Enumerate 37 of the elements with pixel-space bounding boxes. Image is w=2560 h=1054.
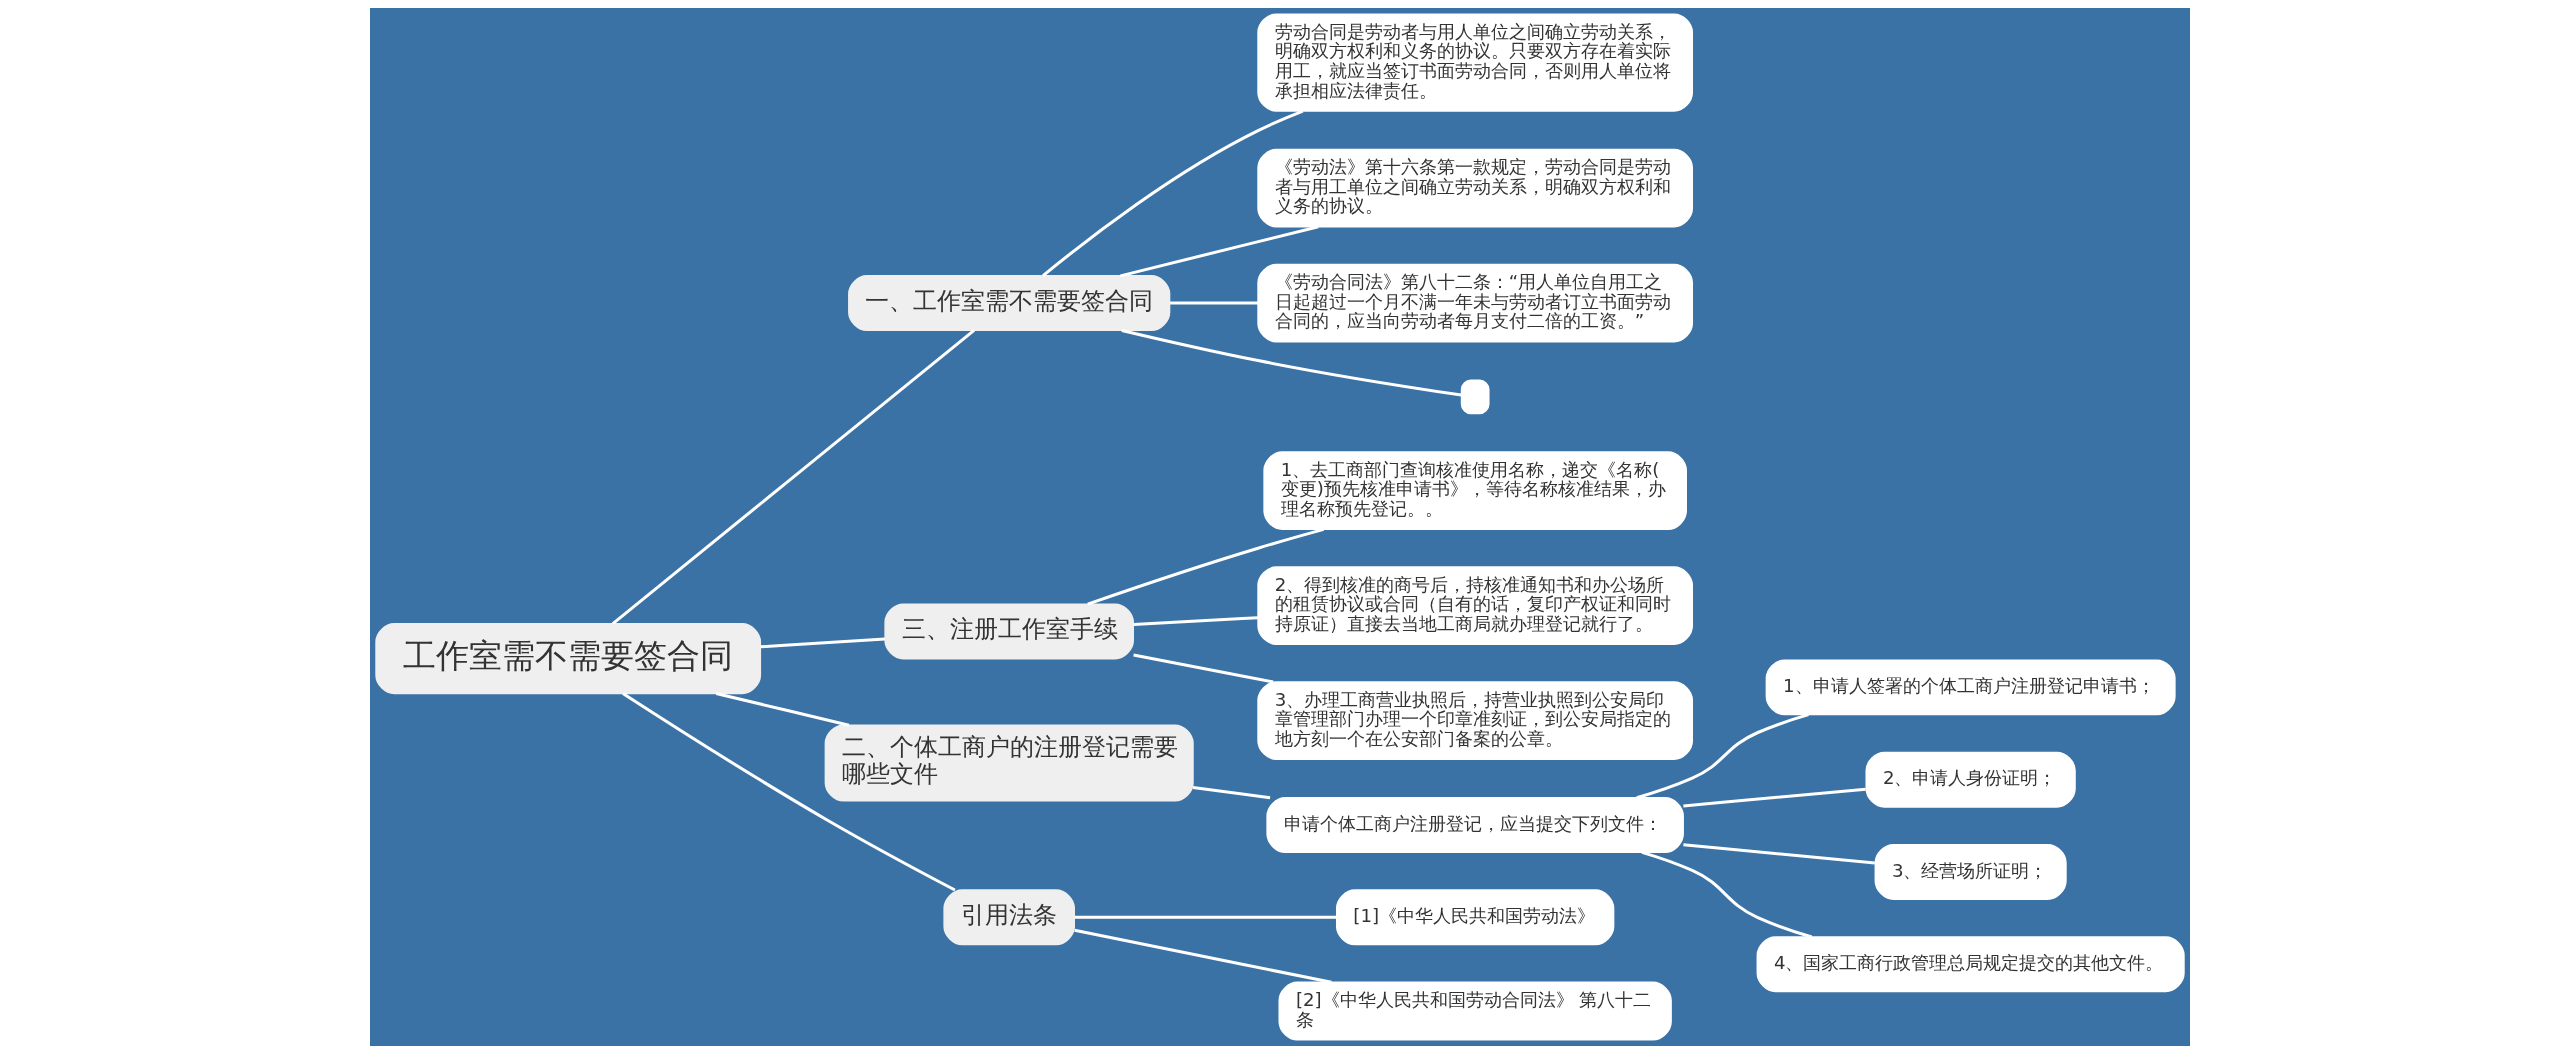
connector [1074,915,1337,919]
node-box: 三、注册工作室手续 [884,603,1134,660]
node-box: [1]《中华人民共和国劳动法》 [1335,889,1615,946]
node-box: 申请个体工商户注册登记，应当提交下列文件： [1266,797,1684,854]
node-box: 3、办理工商营业执照后，持营业执照到公安局印章管理部门办理一个印章准刻证，到公安局指定的地方刻一个在公安部门备案的公章。 [1257,681,1693,760]
connector [1683,843,1875,865]
node-box: 《劳动法》第十六条第一款规定，劳动合同是劳动者与用工单位之间确立劳动关系，明确双方权利和义务的协议。 [1257,148,1693,228]
connector [611,329,975,625]
connector [1087,527,1325,606]
node-box: 2、申请人身份证明； [1865,751,2076,808]
connector [760,637,886,649]
node-box [1460,379,1490,415]
connector [1636,713,1809,800]
node-box: 一、工作室需不需要签合同 [848,275,1171,332]
node-box: 劳动合同是劳动者与用人单位之间确立劳动关系，明确双方权利和义务的协议。只要双方存在着实际用工，就应当签订书面劳动合同，否则用人单位将承担相应法律责任。 [1257,13,1693,112]
connector [1641,850,1813,939]
node-box: 引用法条 [943,889,1075,946]
connector [1074,928,1332,984]
connector [1133,616,1259,627]
connector [715,692,850,727]
node-box: 3、经营场所证明； [1874,843,2067,900]
node-box: 1、申请人签署的个体工商户注册登记申请书； [1765,659,2176,716]
connector [1120,225,1319,278]
node-box: 《劳动合同法》第八十二条：“用人单位自用工之日起超过一个月不满一年未与劳动者订立书面劳动合同的，应当向劳动者每月支付二倍的工资。” [1257,263,1693,343]
connector [1121,328,1462,397]
connector [622,692,956,892]
node-box: 二、个体工商户的注册登记需要哪些文件 [824,724,1194,802]
node-box: 4、国家工商行政管理总局规定提交的其他文件。 [1756,936,2185,993]
connector [1133,653,1274,684]
connector [1192,785,1271,800]
connector [1042,109,1304,277]
connector [1170,301,1259,305]
node-box: [2]《中华人民共和国劳动合同法》 第八十二条 [1278,981,1672,1041]
node-box: 2、得到核准的商号后，持核准通知书和办公场所的租赁协议或合同（自有的话，复印产权证和同时持原证）直接去当地工商局就办理登记就行了。 [1257,566,1693,645]
connector [1683,787,1866,808]
node-box: 工作室需不需要签合同 [375,623,762,695]
node-box: 1、去工商部门查询核准使用名称，递交《名称(变更)预先核准申请书》，等待名称核准结果，办理名称预先登记。。 [1263,451,1687,531]
